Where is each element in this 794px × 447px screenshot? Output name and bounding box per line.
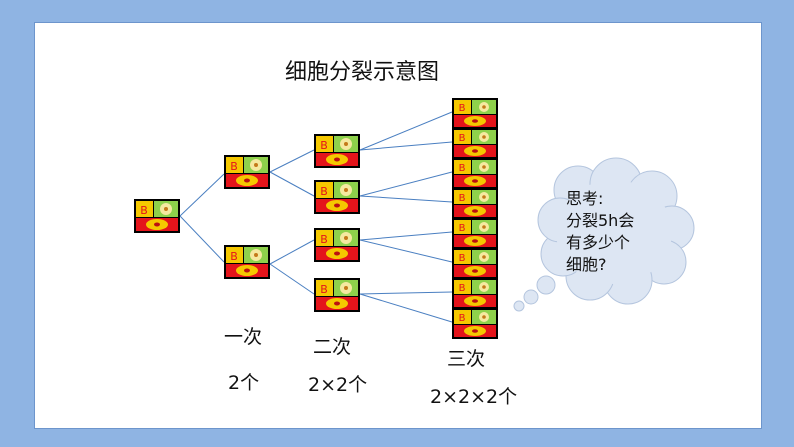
thought-bubble-text: 思考: 分裂5h会 有多少个 细胞? bbox=[566, 188, 666, 276]
thought-line: 分裂5h会 bbox=[566, 211, 635, 230]
thought-line: 有多少个 bbox=[566, 233, 631, 252]
thought-line: 细胞? bbox=[566, 255, 607, 274]
connector-lines bbox=[179, 111, 453, 323]
generation-3-count: 2×2×2个 bbox=[430, 386, 518, 408]
cell-icon bbox=[314, 134, 360, 168]
thought-line: 思考: bbox=[566, 189, 604, 208]
cell-icon bbox=[134, 199, 180, 233]
cell-icon bbox=[452, 188, 498, 219]
cell-icon bbox=[452, 278, 498, 309]
cell-icon bbox=[314, 278, 360, 312]
cell-icon bbox=[452, 128, 498, 159]
generation-2-count: 2×2个 bbox=[308, 374, 368, 396]
generation-1-count: 2个 bbox=[228, 372, 260, 394]
thought-cloud-icon bbox=[513, 157, 695, 312]
diagram-title: 细胞分裂示意图 bbox=[285, 60, 440, 85]
generation-1-label: 一次 bbox=[224, 326, 263, 348]
cell-icon bbox=[224, 155, 270, 189]
cell-icon bbox=[452, 308, 498, 339]
generation-3-label: 三次 bbox=[447, 348, 486, 370]
cell-icon bbox=[224, 245, 270, 279]
cell-icon bbox=[314, 180, 360, 214]
generation-2-label: 二次 bbox=[313, 336, 352, 358]
cell-icon bbox=[452, 248, 498, 279]
cell-icon bbox=[314, 228, 360, 262]
cell-icon bbox=[452, 218, 498, 249]
cell-icon bbox=[452, 158, 498, 189]
cell-icon bbox=[452, 98, 498, 129]
